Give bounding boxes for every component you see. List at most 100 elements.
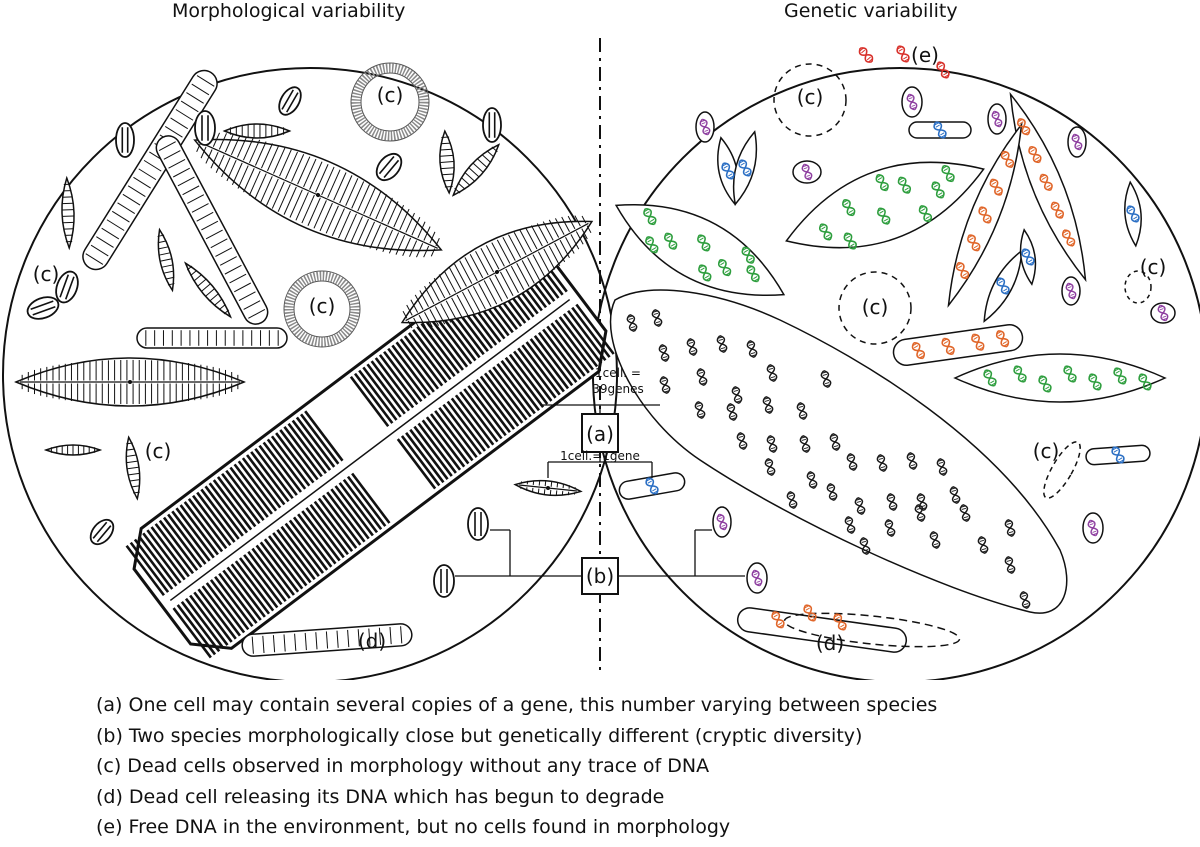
lanceolate-diatom-left xyxy=(14,357,246,407)
genetic-variability-header: Genetic variability xyxy=(784,0,958,22)
dna-symbol xyxy=(1038,375,1052,393)
dna-symbol xyxy=(1000,150,1015,168)
dna-symbol xyxy=(818,223,833,241)
legend-item-a: (a) One cell may contain several copies … xyxy=(96,694,938,716)
dna-symbol xyxy=(1021,248,1035,266)
green-cell-left xyxy=(614,204,786,296)
dna-symbol xyxy=(726,403,738,421)
oval-cell-2 xyxy=(194,110,216,146)
dna-symbol xyxy=(971,333,985,351)
dna-symbol xyxy=(643,207,657,226)
dead-ring-1 xyxy=(350,62,430,142)
dna-symbol xyxy=(1088,373,1102,391)
oval-cell-6 xyxy=(55,270,79,304)
connector-a xyxy=(540,404,660,478)
label-a-box xyxy=(581,413,619,453)
dna-symbol xyxy=(716,513,728,531)
lanceolate-diatom-right xyxy=(400,215,594,329)
dna-symbol xyxy=(698,264,712,282)
dna-symbol xyxy=(659,376,671,394)
oval-cell-5 xyxy=(375,152,403,182)
dna-symbol xyxy=(1065,282,1077,300)
dna-symbol xyxy=(859,537,871,555)
dna-symbol xyxy=(877,207,891,225)
label-e: (e) xyxy=(911,43,939,67)
dead-cell-dashed-1 xyxy=(773,63,847,137)
legend-item-c: (c) Dead cells observed in morphology wi… xyxy=(96,755,710,777)
dna-symbol xyxy=(842,198,856,217)
small-diatom-6 xyxy=(451,143,501,197)
dna-symbol xyxy=(806,471,818,489)
one-cell-one-gene: 1cell.=1gene xyxy=(560,449,640,463)
oval-cell-4 xyxy=(482,107,502,143)
dna-symbol xyxy=(843,232,857,250)
dna-symbol xyxy=(844,516,856,534)
dna-symbol xyxy=(967,234,981,252)
label-d-right: (d) xyxy=(816,631,844,655)
label-c-left-2: (c) xyxy=(309,294,336,318)
dead-cell-dashed-2 xyxy=(838,271,912,345)
morphological-variability-header: Morphological variability xyxy=(172,0,406,22)
dna-symbol xyxy=(833,613,847,631)
dna-symbol xyxy=(699,118,711,136)
dna-symbol xyxy=(886,493,898,511)
dna-symbol xyxy=(1004,556,1016,574)
dna-symbol xyxy=(991,110,1003,128)
small-diatom-4 xyxy=(184,261,232,319)
dna-symbol xyxy=(983,369,997,387)
legend-item-e: (e) Free DNA in the environment, but no … xyxy=(96,816,731,838)
dna-symbol xyxy=(896,45,910,63)
morphology-circle xyxy=(2,67,618,680)
dna-symbol xyxy=(1019,591,1031,609)
dna-symbol xyxy=(1111,446,1125,464)
oval-cell-b2 xyxy=(467,507,489,541)
dna-symbol xyxy=(959,504,971,522)
label-c-right-3: (c) xyxy=(1140,255,1167,279)
small-diatom-1 xyxy=(61,175,75,251)
rod-diatom-dead xyxy=(241,623,413,657)
dna-symbol xyxy=(766,435,778,453)
dna-symbol xyxy=(955,262,970,280)
orange-cell-1 xyxy=(892,324,1024,366)
dna-symbol xyxy=(801,163,813,181)
dna-symbol xyxy=(645,477,659,495)
dead-cell-dashed-5 xyxy=(783,612,961,648)
dead-cell-dashed-4 xyxy=(1043,441,1081,499)
rod-diatom-1 xyxy=(82,69,218,271)
dna-symbol xyxy=(914,504,926,522)
rod-diatom-3 xyxy=(136,327,288,349)
dna-symbol xyxy=(697,234,711,252)
dna-symbol xyxy=(884,519,896,537)
dna-symbol xyxy=(696,368,708,386)
dna-symbol xyxy=(694,401,706,419)
dna-symbol xyxy=(1071,133,1083,151)
dna-symbol xyxy=(931,181,945,199)
diagram-canvas: (a) 1cell. = 39genes 1cell.=1gene (b) (c… xyxy=(2,38,1200,680)
small-diatom-5 xyxy=(439,129,455,195)
dna-symbol xyxy=(686,338,698,356)
dna-symbol xyxy=(1039,173,1053,191)
oval-cell-8 xyxy=(89,518,115,546)
dna-symbol xyxy=(996,277,1010,295)
dna-symbol xyxy=(651,309,663,327)
dead-cell-dashed-3 xyxy=(1124,270,1152,304)
one-cell-39-genes-line2: 39genes xyxy=(592,382,644,396)
dna-symbol xyxy=(949,486,961,504)
oval-cell-3 xyxy=(278,86,302,116)
dna-symbol xyxy=(829,433,841,451)
rod-diatom-2 xyxy=(155,135,269,325)
dna-symbol xyxy=(941,164,955,183)
dna-symbol xyxy=(977,536,989,554)
dna-symbol xyxy=(1087,519,1099,537)
small-diatom-7 xyxy=(43,444,103,456)
label-c-left-4: (c) xyxy=(145,439,172,463)
orange-cell-dead xyxy=(737,607,907,653)
dna-symbol xyxy=(1050,201,1065,219)
legend-item-d: (d) Dead cell releasing its DNA which ha… xyxy=(96,785,665,808)
label-b: (b) xyxy=(586,564,614,588)
dna-symbol xyxy=(736,432,748,450)
dna-symbol xyxy=(929,531,941,549)
dna-symbol xyxy=(717,259,732,277)
dna-symbol xyxy=(1063,365,1077,383)
connector-b xyxy=(455,529,745,577)
